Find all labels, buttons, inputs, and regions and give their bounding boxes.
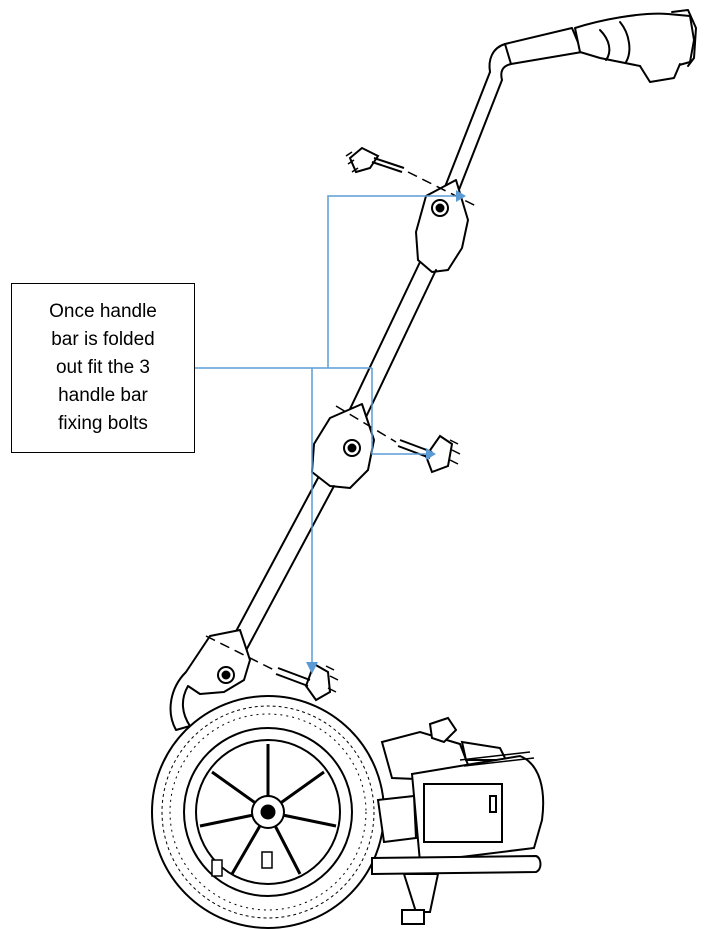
callout-line: fixing bolts (58, 413, 148, 434)
callout-line: handle bar (58, 385, 148, 406)
leader-arrowheads (306, 190, 466, 674)
callout-text: Once handle bar is folded out fit the 3 … (49, 298, 157, 438)
wheel (151, 695, 385, 929)
handle-bar (169, 9, 697, 731)
callout-line: Once handle (49, 301, 157, 322)
fixing-bolt-upper (345, 146, 477, 207)
leader-lines (195, 195, 460, 666)
callout-line: out fit the 3 (55, 357, 150, 378)
callout-box: Once handle bar is folded out fit the 3 … (11, 283, 195, 453)
motor-housing (371, 716, 545, 925)
callout-line: bar is folded (51, 329, 155, 350)
